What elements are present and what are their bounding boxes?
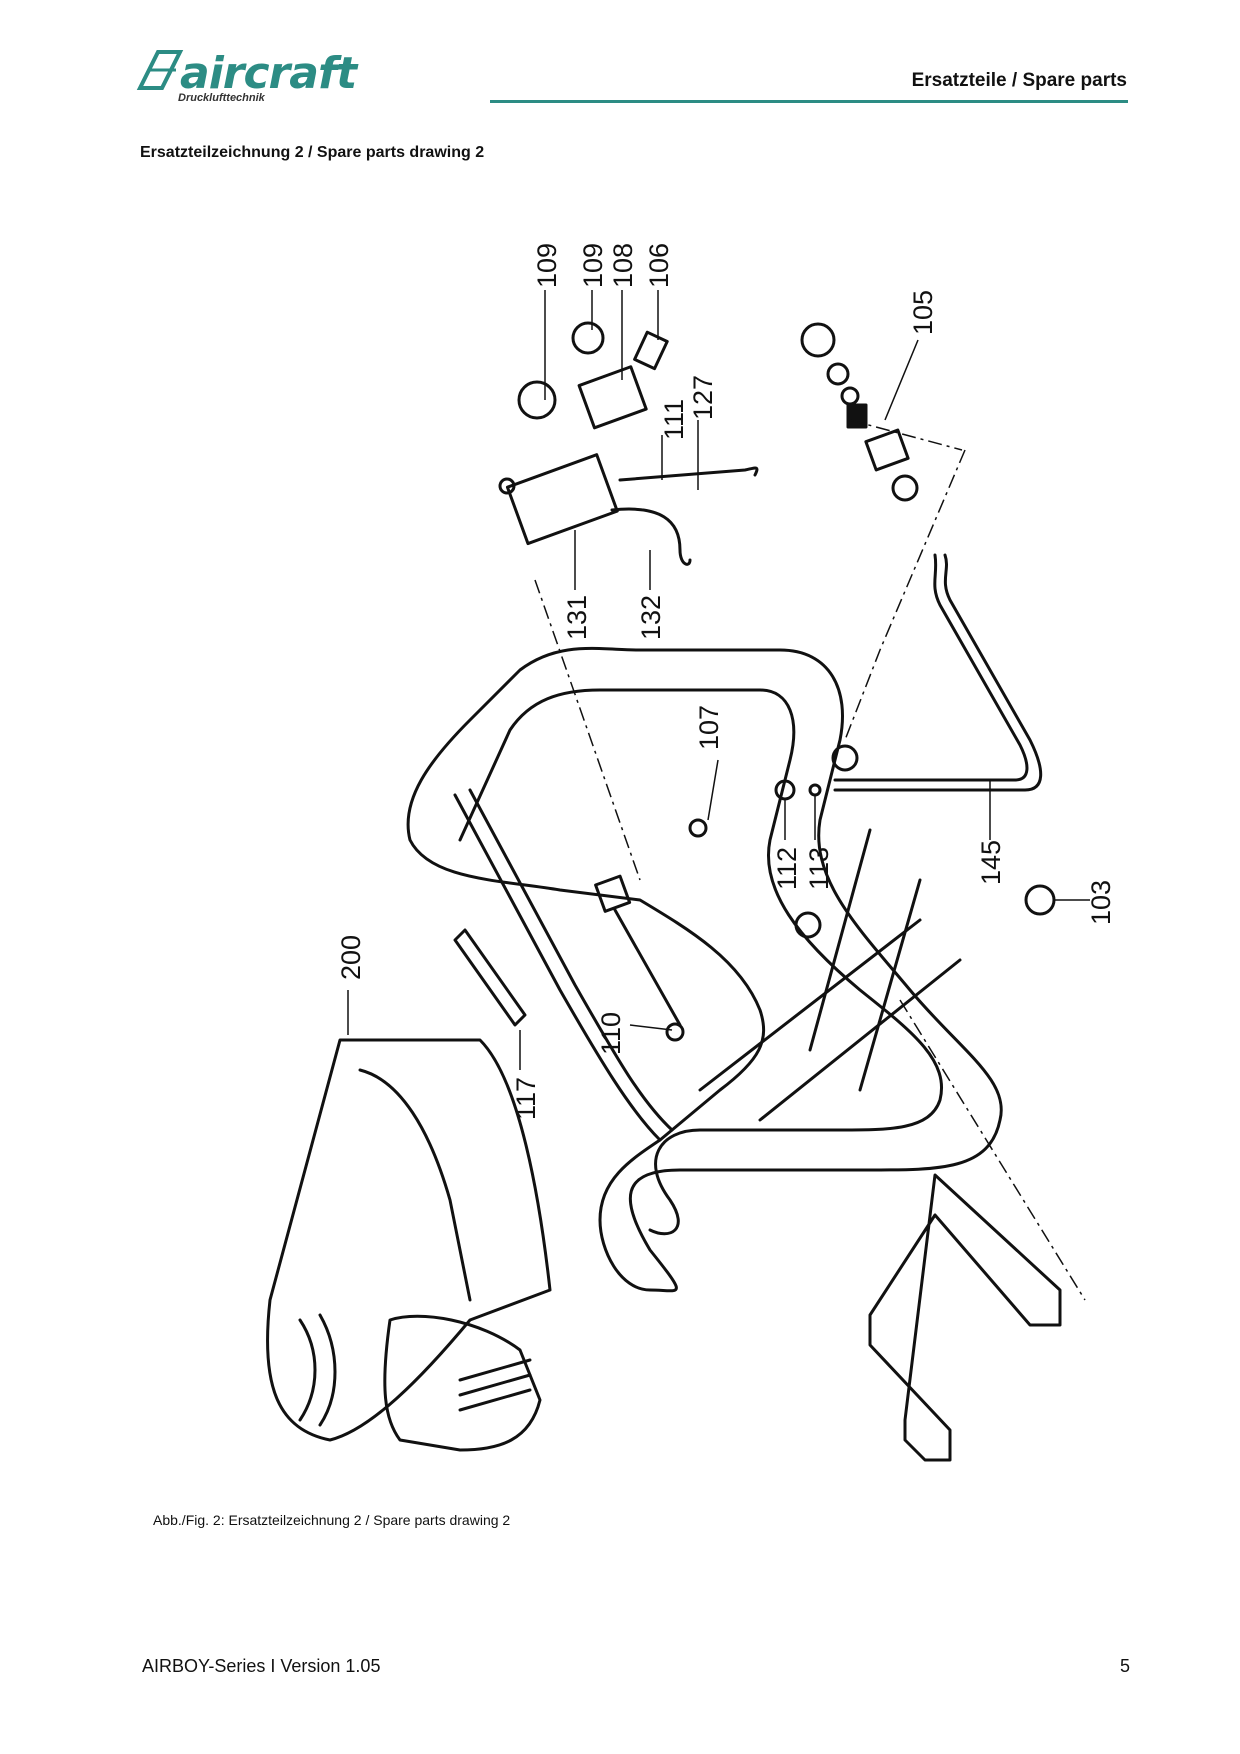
part-label: 110 bbox=[596, 1012, 626, 1055]
part-label: 108 bbox=[608, 243, 638, 288]
hose-pipe bbox=[453, 793, 662, 1142]
leader-110 bbox=[629, 1024, 673, 1031]
footer-document: AIRBOY-Series I Version 1.05 bbox=[142, 1656, 381, 1676]
air-filter bbox=[453, 928, 527, 1027]
check-valve bbox=[594, 874, 632, 913]
leader-105 bbox=[884, 339, 919, 421]
check-valve-line bbox=[613, 908, 682, 1027]
part-label: 109 bbox=[578, 243, 608, 288]
frame-strut bbox=[808, 828, 872, 1052]
switch-knob bbox=[498, 477, 516, 495]
leader-107 bbox=[707, 759, 719, 821]
frame-inner bbox=[458, 688, 943, 1236]
foot-103 bbox=[1024, 884, 1056, 916]
section-title: Ersatzteilzeichnung 2 / Spare parts draw… bbox=[140, 144, 485, 161]
cable bbox=[618, 466, 759, 482]
part-label: 200 bbox=[336, 935, 366, 980]
part-label: 107 bbox=[694, 705, 724, 750]
base-plate bbox=[868, 1173, 1062, 1462]
pressure-pipe bbox=[833, 553, 1043, 792]
frame-crossbar bbox=[758, 958, 962, 1122]
part-label: 112 bbox=[772, 847, 802, 890]
valve-ring bbox=[840, 386, 860, 406]
cable bbox=[610, 507, 692, 566]
part-label: 103 bbox=[1086, 880, 1116, 925]
valve-cap bbox=[800, 322, 836, 358]
assembly-leader bbox=[899, 999, 1086, 1301]
aircraft-logo-icon bbox=[136, 50, 184, 90]
fitting-113 bbox=[808, 783, 822, 797]
part-label: 131 bbox=[562, 595, 592, 640]
fitting-107 bbox=[688, 818, 708, 838]
figure-caption: Abb./Fig. 2: Ersatzteilzeichnung 2 / Spa… bbox=[153, 1512, 511, 1528]
motor-housing-detail bbox=[358, 1068, 472, 1302]
fitting-cap bbox=[831, 744, 859, 772]
footer-page-number: 5 bbox=[1119, 1656, 1130, 1676]
assembly-leader bbox=[534, 579, 641, 881]
valve-block bbox=[577, 365, 648, 430]
motor-housing bbox=[266, 1038, 552, 1442]
cooling-fins bbox=[298, 1313, 532, 1427]
part-label: 127 bbox=[688, 375, 718, 420]
part-label: 111 bbox=[659, 399, 689, 440]
header-title: Ersatzteile / Spare parts bbox=[911, 70, 1127, 91]
part-label: 109 bbox=[532, 243, 562, 288]
frame-outline bbox=[406, 646, 1003, 1293]
foot-103 bbox=[794, 911, 822, 939]
valve-ring bbox=[826, 362, 850, 386]
valve-body bbox=[864, 428, 910, 472]
gauge-cap bbox=[517, 380, 557, 420]
header-divider bbox=[490, 100, 1128, 103]
part-label: 117 bbox=[511, 1077, 541, 1120]
frame-crossbar bbox=[698, 918, 922, 1092]
brand-name: aircraft bbox=[180, 48, 357, 99]
brand-logo: aircraft Drucklufttechnik bbox=[136, 48, 370, 108]
frame-strut bbox=[858, 878, 922, 1092]
pressure-switch bbox=[505, 453, 619, 546]
gauge-cap bbox=[571, 321, 605, 355]
cylinder-head bbox=[383, 1314, 542, 1452]
brand-tagline: Drucklufttechnik bbox=[178, 92, 265, 104]
part-label: 113 bbox=[804, 847, 834, 890]
pressure-pipe bbox=[833, 553, 1029, 782]
valve-nut bbox=[891, 474, 919, 502]
assembly-leader bbox=[849, 419, 963, 451]
hose-pipe bbox=[468, 788, 674, 1132]
safety-valve bbox=[633, 330, 669, 371]
part-label: 145 bbox=[976, 840, 1006, 885]
valve-spring bbox=[846, 403, 868, 429]
assembly-leader bbox=[844, 449, 966, 741]
fitting-112 bbox=[774, 779, 796, 801]
part-label: 105 bbox=[908, 290, 938, 335]
part-label: 106 bbox=[644, 243, 674, 288]
check-valve-end bbox=[665, 1022, 685, 1042]
part-label: 132 bbox=[636, 595, 666, 640]
